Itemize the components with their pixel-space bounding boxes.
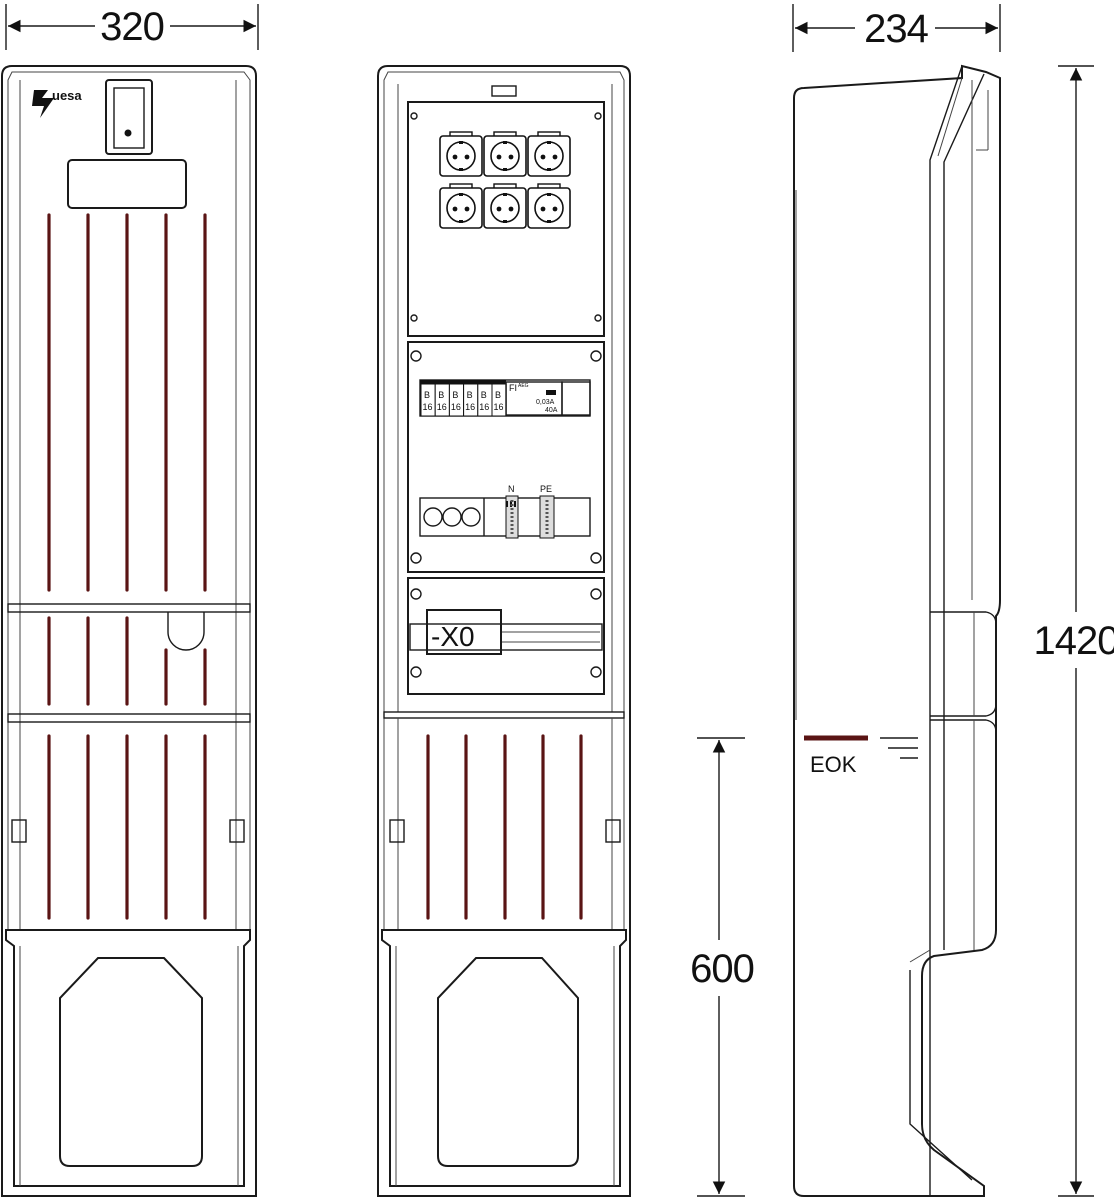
- breaker-char-label: B: [438, 390, 444, 400]
- breaker-char-label: B: [467, 390, 473, 400]
- rcd-sensitivity-label: 0,03A: [536, 399, 555, 406]
- breaker-amps-label: 16: [451, 402, 461, 412]
- dimension-buried-600: 600: [690, 737, 755, 1197]
- meter-window: [105, 79, 153, 155]
- left-clip: [11, 819, 27, 843]
- open-left-clip: [389, 819, 405, 843]
- breaker-module: B 16: [477, 383, 493, 417]
- dimension-label-234: 234: [864, 7, 928, 51]
- breaker-amps-label: 16: [423, 402, 433, 412]
- right-clip: [229, 819, 245, 843]
- dimension-width-320: 320: [5, 4, 259, 50]
- main-switch-label: -X0: [431, 621, 475, 652]
- upper-band: [7, 603, 251, 613]
- open-base: [381, 929, 627, 1187]
- socket-outlet-icon: [527, 131, 571, 177]
- open-base-opening: [437, 957, 579, 1167]
- socket-outlet-icon: [527, 183, 571, 229]
- rcd-rating-label: 40A: [545, 407, 558, 414]
- breaker-group: B 16 B 16 B 16 B 16 B 16 B 16: [420, 383, 507, 417]
- terminal-rail: [419, 497, 591, 537]
- front-view-open: B 16 B 16 B 16 B 16 B 16 B 16 FI AEG 0,03A 40A N PE: [377, 65, 631, 1197]
- panel-screws-top: [410, 112, 602, 322]
- breaker-char-label: B: [424, 390, 430, 400]
- brand-label: uesa: [52, 88, 82, 103]
- ground-level-label: EOK: [810, 752, 857, 777]
- base-opening: [59, 957, 203, 1167]
- socket-outlet-icon: [439, 183, 483, 229]
- breaker-char-label: B: [452, 390, 458, 400]
- rcd-type-label: FI: [509, 383, 517, 393]
- top-hinge: [491, 85, 517, 97]
- socket-panel: [407, 101, 605, 337]
- terminal-circles: [423, 507, 481, 527]
- socket-group: [439, 131, 571, 229]
- neutral-terminal: N: [505, 484, 519, 539]
- breaker-amps-label: 16: [465, 402, 475, 412]
- lock-dot-icon: [124, 129, 132, 137]
- breaker-module: B 16: [420, 383, 436, 417]
- lower-band: [7, 713, 251, 723]
- breaker-panel: [407, 341, 605, 573]
- rcd-device: FI AEG 0,03A 40A: [505, 381, 591, 416]
- breaker-char-label: B: [495, 390, 501, 400]
- dimension-label-1420: 1420: [1034, 619, 1114, 663]
- rcd-maker-label: AEG: [518, 383, 529, 389]
- side-view: EOK: [793, 64, 1001, 1197]
- panel-screws-mid: [410, 350, 602, 564]
- uesa-logo: uesa: [32, 88, 82, 118]
- breaker-module: B 16: [448, 383, 465, 417]
- panel-screws-bottom: [410, 588, 602, 678]
- main-switch-panel: [407, 577, 605, 695]
- front-view-closed: uesa: [1, 65, 257, 1197]
- cable-cutout: [167, 612, 205, 651]
- dimension-label-600: 600: [690, 947, 754, 991]
- breaker-char-label: B: [481, 390, 487, 400]
- dimension-depth-234: 234: [792, 4, 1001, 52]
- socket-outlet-icon: [483, 131, 527, 177]
- main-switch-rail: [409, 623, 603, 651]
- pe-terminal: PE: [539, 484, 555, 539]
- breaker-module: B 16: [434, 383, 450, 417]
- socket-outlet-icon: [483, 183, 527, 229]
- open-right-clip: [605, 819, 621, 843]
- side-outline: [793, 64, 1001, 1197]
- breaker-amps-label: 16: [494, 402, 504, 412]
- socket-outlet-icon: [439, 131, 483, 177]
- breaker-amps-label: 16: [479, 402, 489, 412]
- meter-window-inner: [113, 87, 145, 149]
- side-mid-bulge: [930, 611, 997, 717]
- pe-label: PE: [540, 484, 552, 494]
- base: [5, 929, 251, 1187]
- neutral-label: N: [508, 484, 515, 494]
- dimension-height-1420: 1420: [1034, 65, 1114, 1197]
- breaker-amps-label: 16: [437, 402, 447, 412]
- open-lower-band: [383, 711, 625, 719]
- dimension-label-320: 320: [100, 5, 164, 49]
- main-switch-label-box: [426, 609, 502, 655]
- label-plate: [67, 159, 187, 209]
- breaker-module: B 16: [491, 383, 507, 417]
- breaker-module: B 16: [463, 383, 479, 417]
